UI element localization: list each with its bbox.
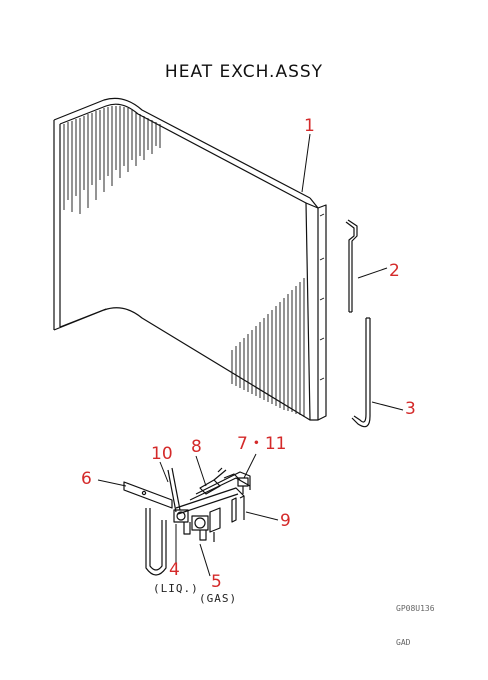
valve-pipe-assembly: [123, 467, 251, 576]
support-rod-short: [345, 219, 358, 313]
drawing-number: GP08U136: [396, 604, 435, 613]
callout-7-11: 7・11: [237, 434, 287, 454]
drawing-sub-code: GAD: [396, 638, 411, 647]
note-gas: (GAS): [199, 592, 238, 605]
callout-5: 5: [211, 572, 222, 592]
coil-fins-lower: [231, 278, 305, 417]
coil-fins-upper: [63, 106, 161, 214]
callout-3: 3: [405, 399, 416, 419]
note-liquid: (LIQ.): [153, 582, 199, 595]
diagram-title: HEAT EXCH.ASSY: [164, 62, 324, 82]
callout-6: 6: [81, 469, 92, 489]
callout-8: 8: [191, 437, 202, 457]
callout-4: 4: [169, 560, 180, 580]
callout-1: 1: [304, 116, 315, 136]
callout-2: 2: [389, 261, 400, 281]
leader-lines: [97, 133, 404, 577]
heat-exchanger-coil: [53, 97, 327, 421]
support-rod-long: [351, 317, 371, 428]
callout-9: 9: [280, 511, 291, 531]
callout-10: 10: [151, 444, 173, 464]
